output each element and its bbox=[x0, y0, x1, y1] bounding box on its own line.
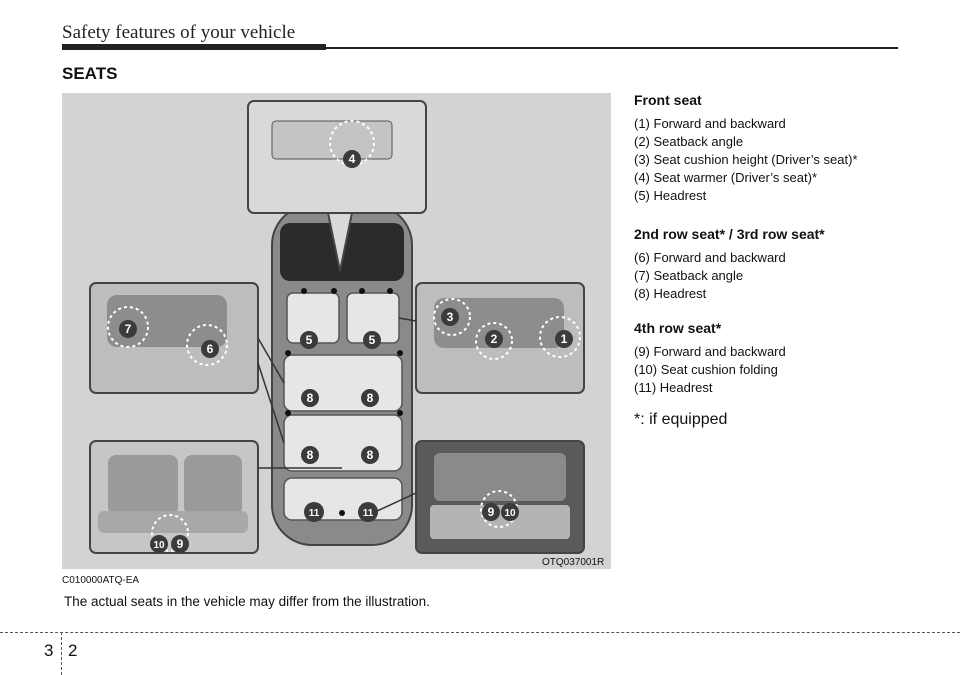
label-10a: 10 bbox=[153, 540, 165, 551]
label-8d: 8 bbox=[367, 448, 374, 462]
second-row-block: 2nd row seat* / 3rd row seat* (6) Forwar… bbox=[634, 226, 924, 303]
running-header: Safety features of your vehicle bbox=[62, 22, 296, 43]
content-code: C010000ATQ-EA bbox=[62, 575, 140, 586]
label-4: 4 bbox=[349, 152, 356, 166]
callout-badges: 4 7 6 3 2 1 5 5 8 8 8 8 11 11 10 9 9 10 bbox=[119, 150, 573, 553]
label-5a: 5 bbox=[306, 333, 313, 347]
label-11a: 11 bbox=[309, 508, 320, 519]
fourth-item-1: (9) Forward and backward bbox=[634, 344, 786, 359]
label-8a: 8 bbox=[307, 391, 314, 405]
label-8c: 8 bbox=[307, 448, 314, 462]
label-11b: 11 bbox=[363, 508, 374, 519]
illustration-note: The actual seats in the vehicle may diff… bbox=[64, 594, 430, 609]
second-item-2: (7) Seatback angle bbox=[634, 268, 744, 283]
seat-diagram: 4 7 6 3 2 1 5 5 8 8 8 8 11 11 10 9 9 10 bbox=[89, 100, 585, 554]
front-seat-heading: Front seat bbox=[634, 92, 702, 108]
fourth-row-heading: 4th row seat* bbox=[634, 320, 722, 336]
front-seat-block: Front seat (1) Forward and backward (2) … bbox=[634, 92, 924, 205]
fourth-item-3: (11) Headrest bbox=[634, 380, 713, 395]
label-5b: 5 bbox=[369, 333, 376, 347]
header-bar bbox=[62, 44, 326, 50]
fourth-row-block: 4th row seat* (9) Forward and backward (… bbox=[634, 320, 924, 397]
front-item-4: (4) Seat warmer (Driver’s seat)* bbox=[634, 170, 818, 185]
front-item-3: (3) Seat cushion height (Driver’s seat)* bbox=[634, 152, 858, 167]
label-9b: 9 bbox=[488, 505, 495, 519]
second-item-3: (8) Headrest bbox=[634, 286, 707, 301]
figure-code: OTQ037001R bbox=[542, 557, 605, 568]
label-10b: 10 bbox=[504, 508, 516, 519]
front-item-5: (5) Headrest bbox=[634, 188, 707, 203]
footnote: *: if equipped bbox=[634, 411, 728, 428]
second-item-1: (6) Forward and backward bbox=[634, 250, 786, 265]
label-9a: 9 bbox=[177, 537, 184, 551]
footer-divider bbox=[61, 632, 62, 675]
chapter-number: 3 bbox=[44, 641, 54, 660]
label-3: 3 bbox=[447, 310, 454, 324]
label-2: 2 bbox=[491, 332, 498, 346]
footer-rule bbox=[0, 632, 960, 633]
label-8b: 8 bbox=[367, 391, 374, 405]
page-number: 2 bbox=[68, 641, 78, 660]
fourth-item-2: (10) Seat cushion folding bbox=[634, 362, 778, 377]
second-row-heading: 2nd row seat* / 3rd row seat* bbox=[634, 226, 825, 242]
front-item-1: (1) Forward and backward bbox=[634, 116, 786, 131]
front-item-2: (2) Seatback angle bbox=[634, 134, 744, 149]
label-6: 6 bbox=[207, 342, 214, 356]
header-rule bbox=[326, 47, 898, 49]
section-title: SEATS bbox=[62, 64, 118, 83]
seat-illustration: 4 7 6 3 2 1 5 5 8 8 8 8 11 11 10 9 9 10 bbox=[62, 93, 611, 569]
label-7: 7 bbox=[125, 322, 132, 336]
label-1: 1 bbox=[561, 332, 568, 346]
